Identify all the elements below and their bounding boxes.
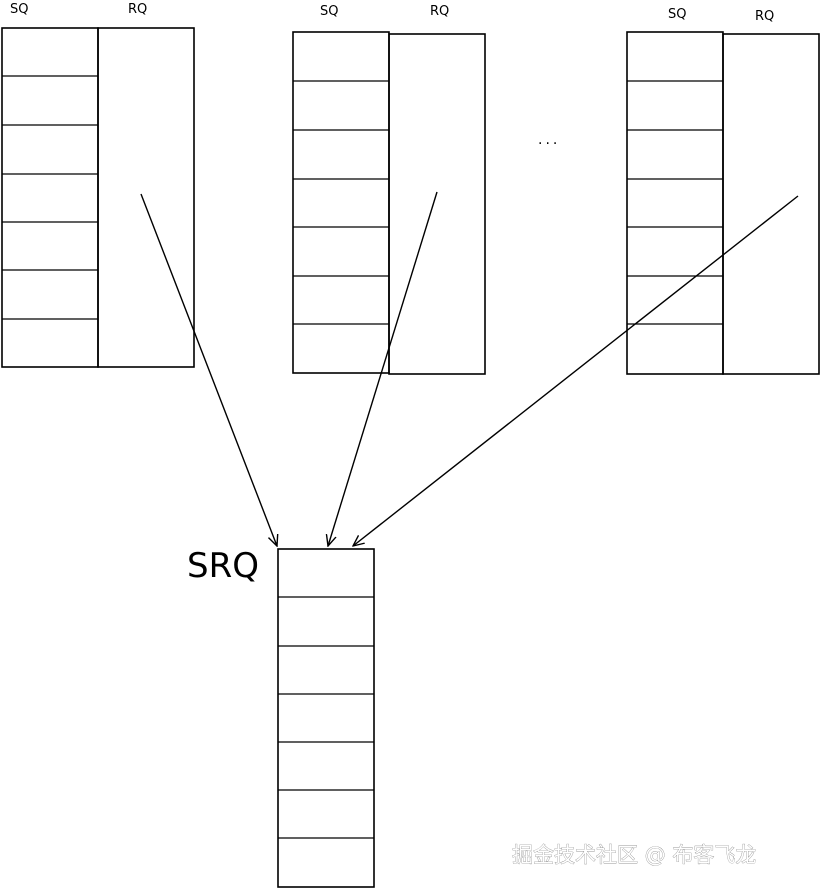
srq-label: SRQ (187, 546, 259, 586)
rq-label: RQ (755, 9, 774, 24)
shared-receive-queue: SRQ (187, 546, 375, 888)
sq-label: SQ (320, 4, 338, 19)
send-queue-entries (627, 80, 723, 325)
queue-pair-3: SQ RQ (626, 7, 820, 375)
rq-label: RQ (430, 4, 449, 19)
queue-pair-2: SQ RQ (292, 4, 486, 375)
rq-label: RQ (128, 2, 147, 17)
sq-label: SQ (668, 7, 686, 22)
rq-to-srq-arrow-2 (328, 191, 438, 546)
send-queue-entries (293, 80, 389, 325)
sq-label: SQ (10, 2, 28, 17)
send-queue-entries (2, 75, 98, 320)
srq-box (277, 548, 375, 888)
rq-to-srq-arrow-3 (353, 195, 799, 546)
send-queue (1, 27, 99, 368)
rq-to-srq-arrow-1 (140, 193, 277, 546)
send-queue (626, 31, 724, 375)
queue-pair-1: SQ RQ (1, 2, 195, 368)
receive-queue (722, 33, 820, 375)
receive-queue (388, 33, 486, 375)
ellipsis: ... (538, 132, 560, 148)
send-queue (292, 31, 390, 374)
receive-queue (97, 27, 195, 368)
watermark: 掘金技术社区 @ 布客飞龙 (512, 843, 756, 867)
srq-entries (278, 596, 374, 839)
